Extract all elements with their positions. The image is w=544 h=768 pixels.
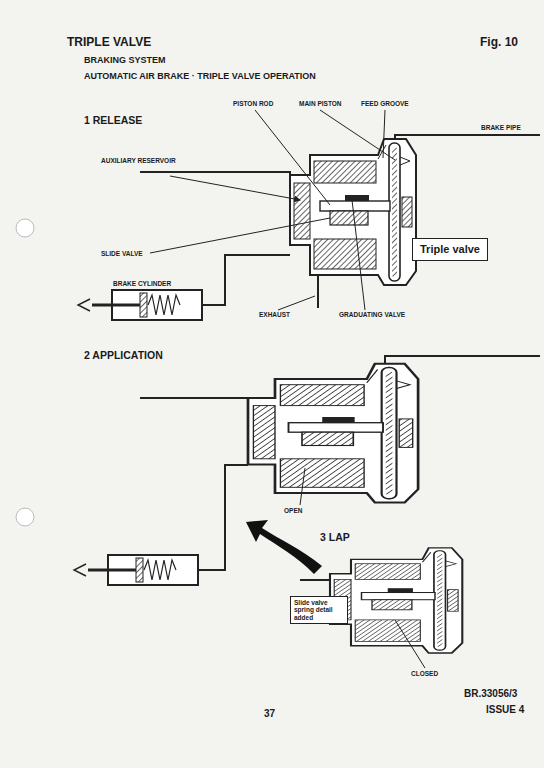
box-text: Slide valve spring detail added	[294, 599, 344, 621]
part-label: AUXILIARY RESERVOIR	[100, 157, 177, 164]
part-label: SLIDE VALVE	[100, 250, 144, 257]
section-heading: BRAKING SYSTEM	[84, 56, 166, 66]
panel-heading: 1 RELEASE	[84, 115, 142, 127]
part-label: EXHAUST	[258, 311, 291, 318]
panel-heading: 2 APPLICATION	[84, 350, 163, 362]
state-label: CLOSED	[410, 670, 439, 677]
figure-number: Fig. 10	[480, 36, 518, 49]
issue-number: ISSUE 4	[486, 704, 524, 715]
note-box: Slide valve spring detail added	[290, 596, 348, 624]
part-label: MAIN PISTON	[298, 100, 343, 107]
document-number: BR.33056/3	[464, 688, 517, 699]
diagram-heading: AUTOMATIC AIR BRAKE · TRIPLE VALVE OPERA…	[84, 72, 316, 82]
page-heading: TRIPLE VALVE	[67, 36, 151, 49]
part-label: GRADUATING VALVE	[338, 311, 406, 318]
part-label: BRAKE PIPE	[480, 124, 522, 131]
page-number: 37	[264, 708, 275, 719]
part-label: FEED GROOVE	[360, 100, 410, 107]
state-label: OPEN	[283, 507, 303, 514]
box-text: Triple valve	[420, 243, 480, 256]
part-label: BRAKE CYLINDER	[112, 280, 172, 287]
callout-box: Triple valve	[412, 238, 488, 261]
panel-heading: 3 LAP	[320, 532, 350, 544]
part-label: PISTON ROD	[232, 100, 274, 107]
